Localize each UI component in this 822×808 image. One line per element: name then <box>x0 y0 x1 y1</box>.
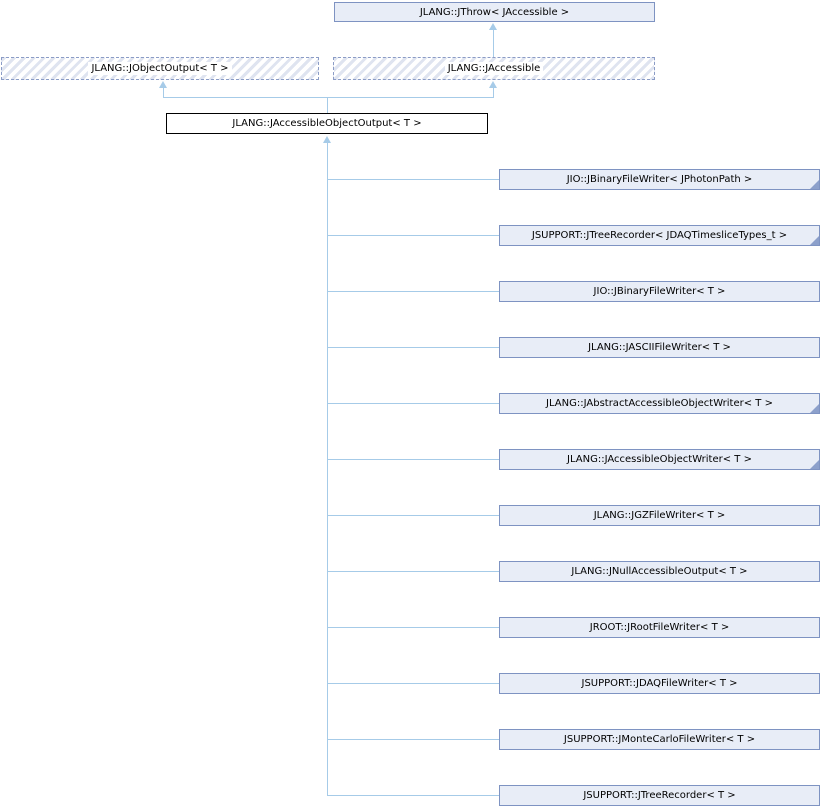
class-node-label: JLANG::JNullAccessibleOutput< T > <box>571 566 748 577</box>
class-node-derived[interactable]: JSUPPORT::JTreeRecorder< JDAQTimesliceTy… <box>499 225 820 246</box>
inheritance-edge <box>327 795 499 796</box>
inheritance-edge <box>163 97 494 98</box>
class-node-jaccessible[interactable]: JLANG::JAccessible <box>333 57 655 80</box>
class-node-derived[interactable]: JIO::JBinaryFileWriter< JPhotonPath > <box>499 169 820 190</box>
class-node-label: JSUPPORT::JDAQFileWriter< T > <box>581 678 738 689</box>
class-node-derived[interactable]: JROOT::JRootFileWriter< T > <box>499 617 820 638</box>
inheritance-arrowhead <box>323 136 331 143</box>
subclass-fold-marker-icon <box>810 180 819 189</box>
class-node-label: JLANG::JAbstractAccessibleObjectWriter< … <box>546 398 773 409</box>
class-node-label: JLANG::JObjectOutput< T > <box>88 62 232 75</box>
class-node-label: JIO::JBinaryFileWriter< T > <box>593 286 726 297</box>
inheritance-edge <box>327 179 499 180</box>
inheritance-arrowhead <box>159 81 167 88</box>
class-node-derived[interactable]: JIO::JBinaryFileWriter< T > <box>499 281 820 302</box>
inheritance-edge <box>327 347 499 348</box>
inheritance-edge <box>327 515 499 516</box>
class-node-derived[interactable]: JSUPPORT::JDAQFileWriter< T > <box>499 673 820 694</box>
inheritance-edge <box>327 291 499 292</box>
class-node-label: JSUPPORT::JTreeRecorder< JDAQTimesliceTy… <box>531 230 788 241</box>
subclass-fold-marker-icon <box>810 404 819 413</box>
class-node-derived[interactable]: JLANG::JAbstractAccessibleObjectWriter< … <box>499 393 820 414</box>
inheritance-edge <box>327 683 499 684</box>
inheritance-edge <box>327 403 499 404</box>
class-node-jobjectoutput[interactable]: JLANG::JObjectOutput< T > <box>1 57 319 80</box>
class-node-label: JIO::JBinaryFileWriter< JPhotonPath > <box>566 174 753 185</box>
class-node-label: JSUPPORT::JTreeRecorder< T > <box>583 790 736 801</box>
class-node-label: JLANG::JASCIIFileWriter< T > <box>588 342 731 353</box>
inheritance-arrowhead <box>489 81 497 88</box>
subclass-fold-marker-icon <box>810 236 819 245</box>
class-node-label: JLANG::JThrow< JAccessible > <box>419 6 570 18</box>
inheritance-edge <box>493 30 494 57</box>
inheritance-edge <box>327 571 499 572</box>
inheritance-edge <box>327 627 499 628</box>
class-node-jthrow[interactable]: JLANG::JThrow< JAccessible > <box>334 2 655 22</box>
class-node-label: JLANG::JAccessible <box>444 62 544 75</box>
class-node-label: JLANG::JAccessibleObjectOutput< T > <box>232 118 422 129</box>
inheritance-edge <box>327 235 499 236</box>
inheritance-arrowhead <box>489 23 497 30</box>
class-node-derived[interactable]: JLANG::JASCIIFileWriter< T > <box>499 337 820 358</box>
inheritance-edge <box>163 88 164 97</box>
class-node-label: JLANG::JGZFileWriter< T > <box>593 510 726 521</box>
class-node-derived[interactable]: JLANG::JNullAccessibleOutput< T > <box>499 561 820 582</box>
subclass-fold-marker-icon <box>810 460 819 469</box>
inheritance-edge-trunk <box>327 143 328 796</box>
class-node-derived[interactable]: JLANG::JAccessibleObjectWriter< T > <box>499 449 820 470</box>
class-node-label: JSUPPORT::JMonteCarloFileWriter< T > <box>563 734 756 745</box>
class-node-main: JLANG::JAccessibleObjectOutput< T > <box>166 113 488 134</box>
class-node-derived[interactable]: JLANG::JGZFileWriter< T > <box>499 505 820 526</box>
inheritance-edge <box>327 97 328 113</box>
class-node-derived[interactable]: JSUPPORT::JTreeRecorder< T > <box>499 785 820 806</box>
inheritance-edge <box>327 459 499 460</box>
class-node-derived[interactable]: JSUPPORT::JMonteCarloFileWriter< T > <box>499 729 820 750</box>
inheritance-edge <box>327 739 499 740</box>
class-node-label: JROOT::JRootFileWriter< T > <box>589 622 730 633</box>
inheritance-edge <box>493 88 494 97</box>
class-node-label: JLANG::JAccessibleObjectWriter< T > <box>567 454 752 465</box>
